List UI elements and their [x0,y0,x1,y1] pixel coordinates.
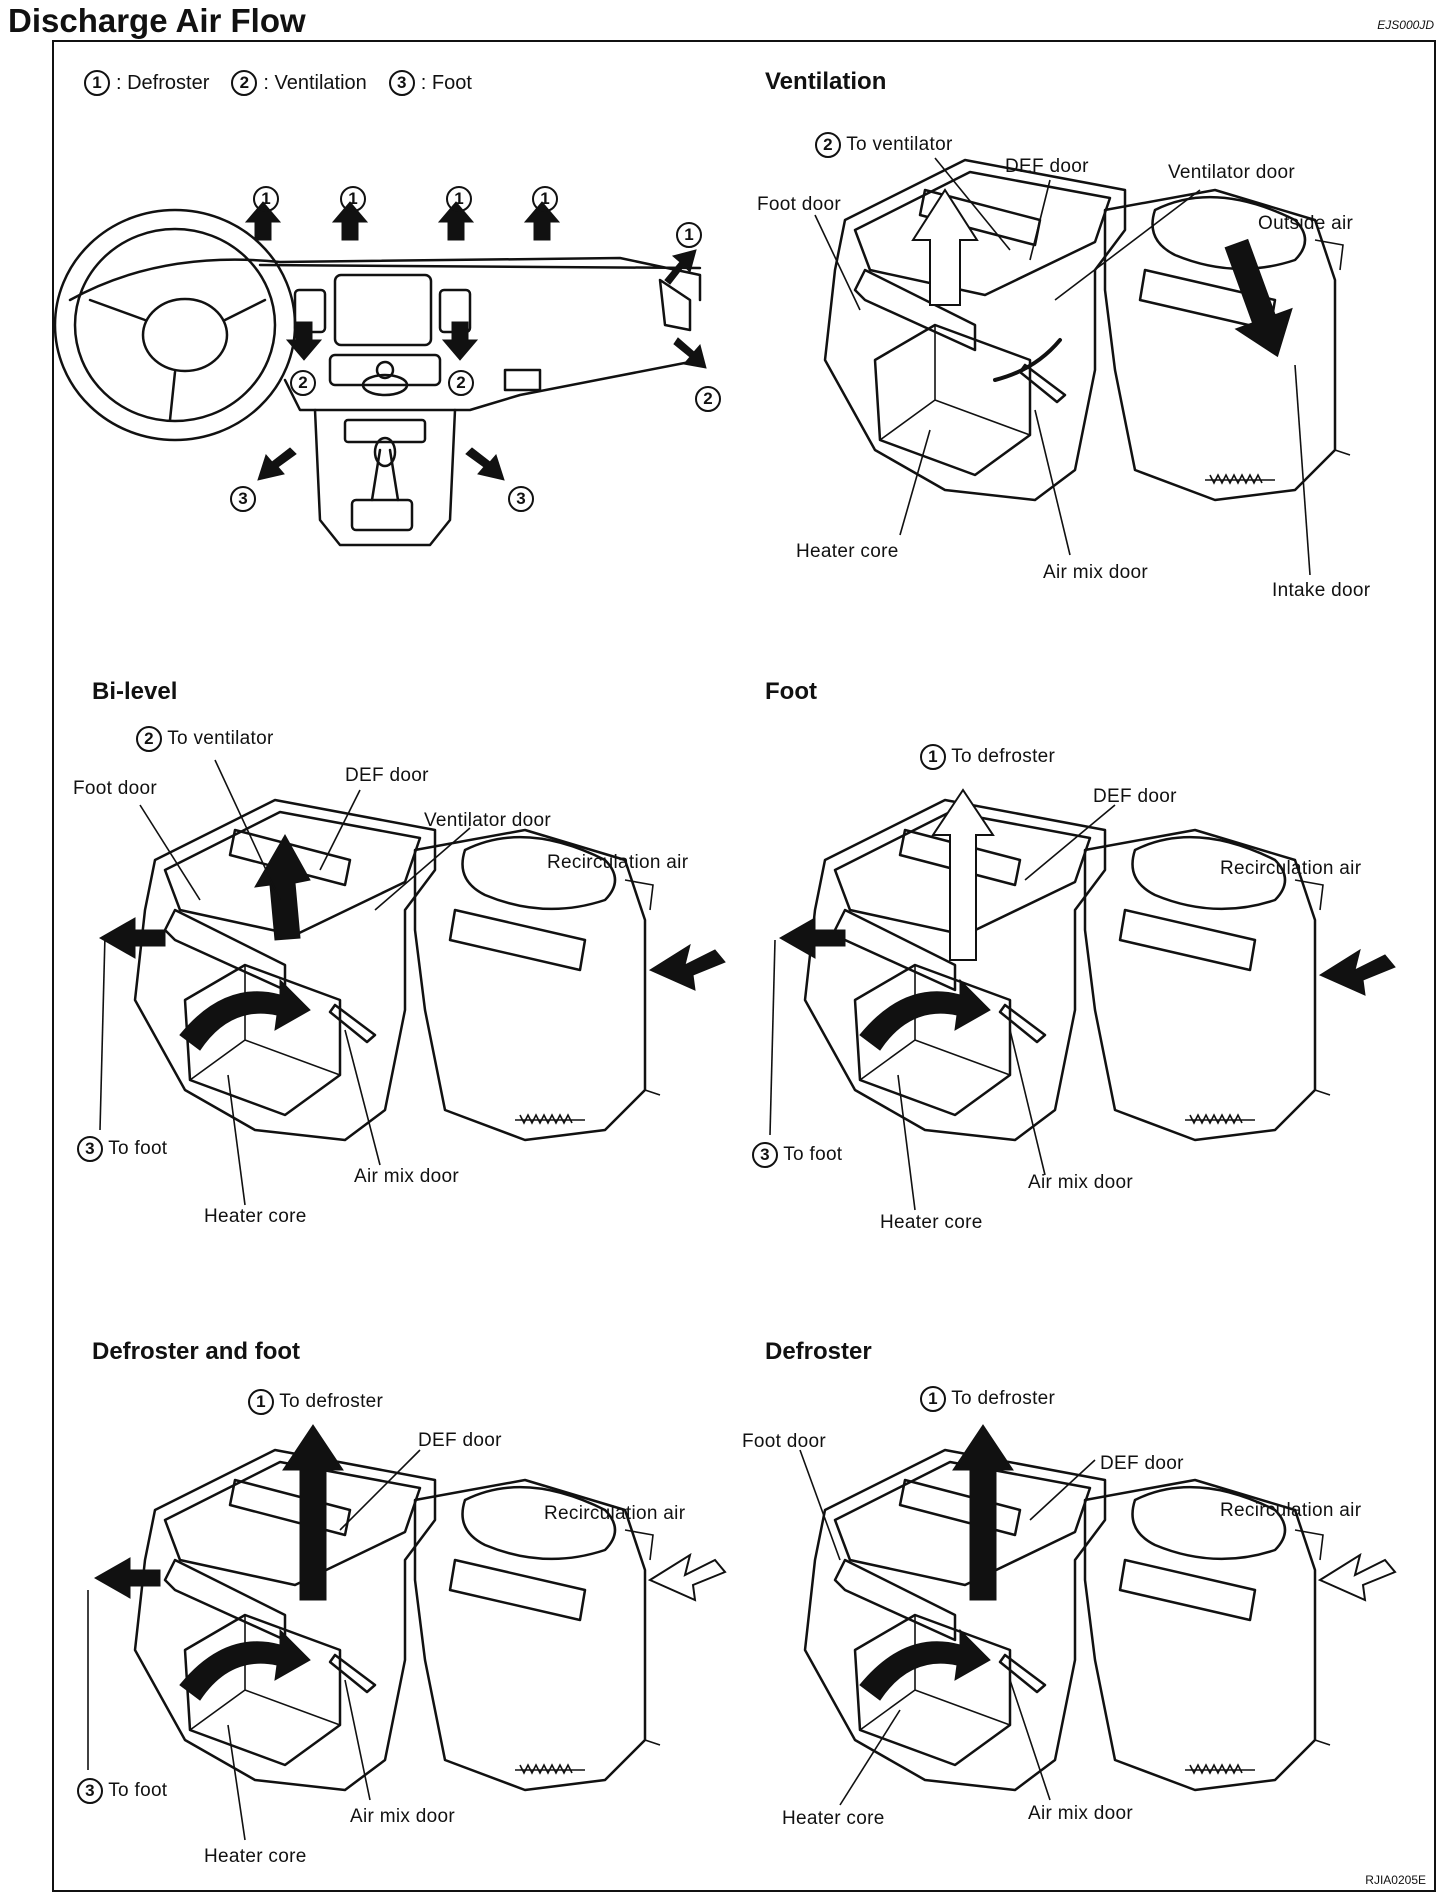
legend-item-ventilation: 2: Ventilation [231,70,367,96]
label-to-foot: 3 To foot [752,1142,842,1168]
mark-defroster: 1 [248,1389,274,1415]
label-outside-air: Outside air [1258,213,1354,234]
label-heater-core: Heater core [782,1808,885,1829]
label-to-defroster: 1 To defroster [920,1386,1055,1412]
label-air-mix-door: Air mix door [1028,1803,1133,1824]
label-air-mix-door: Air mix door [1028,1172,1133,1193]
label-to-defroster: 1 To defroster [920,744,1055,770]
label-ventilator-door: Ventilator door [1168,162,1296,183]
figure-frame [52,40,1436,1892]
dash-mark-defroster: 1 [676,222,702,248]
label-to-ventilator: 2 To ventilator [815,132,953,158]
label-def-door: DEF door [1100,1453,1184,1474]
dash-mark-defroster: 1 [340,186,366,212]
label-to-foot: 3 To foot [77,1136,167,1162]
label-recirculation-air: Recirculation air [544,1503,686,1524]
panel-title-defroster-and-foot: Defroster and foot [92,1338,301,1365]
leader-lines [87,157,1311,1841]
legend-item-defroster: 1 : Defroster [84,70,209,96]
mark-foot: 3 [77,1778,103,1804]
panel-title-ventilation: Ventilation [765,68,887,95]
dashboard-drawing [53,201,707,547]
label-to-defroster: 1 To defroster [248,1389,383,1415]
panel-title-foot: Foot [765,678,817,705]
legend-num: 1 [84,70,110,96]
label-recirculation-air: Recirculation air [1220,858,1362,879]
figure-id: RJIA0205E [1365,1873,1426,1887]
dash-mark-ventilation: 2 [290,370,316,396]
label-heater-core: Heater core [880,1212,983,1233]
label-def-door: DEF door [345,765,429,786]
panel-title-defroster: Defroster [765,1338,872,1365]
bilevel-unit-drawing [98,798,726,1142]
legend-text: : Ventilation [263,71,367,94]
label-foot-door: Foot door [742,1431,827,1452]
label-heater-core: Heater core [796,541,899,562]
label-ventilator-door: Ventilator door [424,810,552,831]
dash-mark-ventilation: 2 [448,370,474,396]
label-def-door: DEF door [1093,786,1177,807]
legend-item-foot: 3: Foot [388,70,472,96]
mark-ventilation: 2 [136,726,162,752]
label-heater-core: Heater core [204,1846,307,1867]
legend: 1 : Defroster 2: Ventilation 3: Foot [84,70,472,96]
label-heater-core: Heater core [204,1206,307,1227]
label-air-mix-door: Air mix door [1043,562,1148,583]
label-intake-door: Intake door [1272,580,1371,601]
dash-mark-ventilation: 2 [695,386,721,412]
label-air-mix-door: Air mix door [354,1166,459,1187]
label-def-door: DEF door [418,1430,502,1451]
label-foot-door: Foot door [757,194,842,215]
legend-text: : Defroster [116,71,210,94]
mark-foot: 3 [752,1142,778,1168]
mark-defroster: 1 [920,744,946,770]
dash-mark-defroster: 1 [532,186,558,212]
label-foot-door: Foot door [73,778,158,799]
mark-ventilation: 2 [815,132,841,158]
legend-num: 2 [231,70,258,96]
page-title: Discharge Air Flow [8,2,306,39]
dash-mark-foot: 3 [230,486,256,512]
label-to-ventilator: 2 To ventilator [136,726,274,752]
mark-foot: 3 [77,1136,103,1162]
label-def-door: DEF door [1005,156,1089,177]
label-recirculation-air: Recirculation air [1220,1500,1362,1521]
dash-mark-defroster: 1 [253,186,279,212]
panel-title-bilevel: Bi-level [92,678,178,705]
dash-mark-defroster: 1 [446,186,472,212]
label-to-foot: 3 To foot [77,1778,167,1804]
document-id: EJS000JD [1377,18,1434,32]
defroster-foot-unit-drawing [93,1424,727,1792]
label-air-mix-door: Air mix door [350,1806,455,1827]
foot-unit-drawing [778,788,1396,1142]
defroster-unit-drawing [803,1424,1397,1792]
ventilation-unit-drawing [823,158,1352,502]
dash-mark-foot: 3 [508,486,534,512]
legend-text: : Foot [420,71,472,94]
label-recirculation-air: Recirculation air [547,852,689,873]
mark-defroster: 1 [920,1386,946,1412]
legend-num: 3 [388,70,415,96]
